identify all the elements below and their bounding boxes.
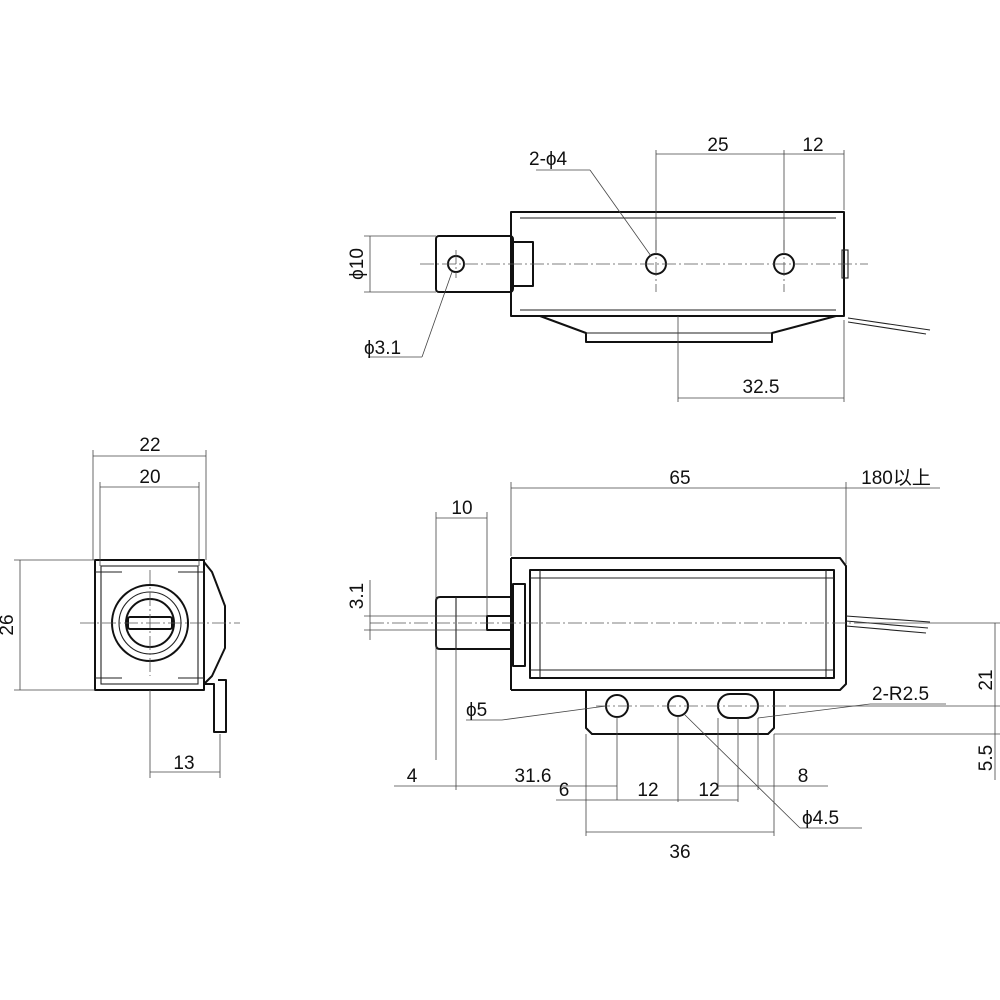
hole5-leader — [501, 705, 607, 721]
dim-4-label: 4 — [407, 766, 418, 787]
side-bracket — [203, 561, 226, 685]
dim-phi10-label: ϕ10 — [347, 248, 368, 280]
front-end-plate — [512, 583, 526, 667]
side-view: 22 20 26 13 — [0, 435, 240, 778]
dim-26-label: 26 — [0, 614, 18, 635]
dim-31-6-label: 31.6 — [515, 766, 552, 787]
dim-20-label: 20 — [139, 467, 160, 488]
front-lead-wire — [845, 615, 931, 623]
front-view: 65 180以上 10 3.1 21 5.5 2-R2.5 ϕ5 4 31.6 — [347, 467, 1000, 863]
dim-12a-label: 12 — [637, 780, 658, 801]
front-coil — [529, 569, 835, 679]
top-lead-wire — [847, 317, 931, 331]
dim-5-5-label: 5.5 — [976, 745, 997, 771]
dim-22-label: 22 — [139, 435, 160, 456]
dim-180-label: 180以上 — [861, 467, 931, 489]
pin-hole-leader — [421, 271, 453, 358]
dim-13-label: 13 — [173, 753, 194, 774]
dim-32-5-label: 32.5 — [743, 377, 780, 398]
pin-hole-label: ϕ3.1 — [364, 338, 401, 359]
dim-21-label: 21 — [976, 669, 997, 690]
front-bracket — [585, 690, 775, 735]
top-bracket — [539, 315, 837, 343]
dim-65-label: 65 — [669, 468, 690, 489]
radius-leader — [757, 703, 871, 719]
dim-12-label: 12 — [802, 135, 823, 156]
hole45-label: ϕ4.5 — [802, 808, 839, 829]
hole5-label: ϕ5 — [466, 700, 487, 721]
top-lead-wire — [847, 321, 927, 335]
hole45-leader — [683, 713, 801, 829]
dim-12b-label: 12 — [698, 780, 719, 801]
dim-8-label: 8 — [798, 766, 809, 787]
top-view: 25 12 2-ϕ4 ϕ10 ϕ3.1 32.5 — [347, 135, 931, 402]
side-bracket-leg — [204, 679, 227, 733]
radius-2r25-label: 2-R2.5 — [872, 684, 929, 705]
front-lead-wire — [845, 625, 927, 634]
hole-2phi4-label: 2-ϕ4 — [529, 149, 568, 170]
dim-3-1-label: 3.1 — [347, 583, 368, 609]
side-frame-inner — [100, 565, 199, 685]
side-frame — [94, 559, 205, 691]
front-lead-wire — [845, 620, 929, 629]
front-frame — [511, 557, 847, 691]
dim-25-label: 25 — [707, 135, 728, 156]
dim-10-label: 10 — [451, 498, 472, 519]
dim-6-label: 6 — [559, 780, 570, 801]
dim-36-label: 36 — [669, 842, 690, 863]
hole-leader — [589, 169, 652, 257]
